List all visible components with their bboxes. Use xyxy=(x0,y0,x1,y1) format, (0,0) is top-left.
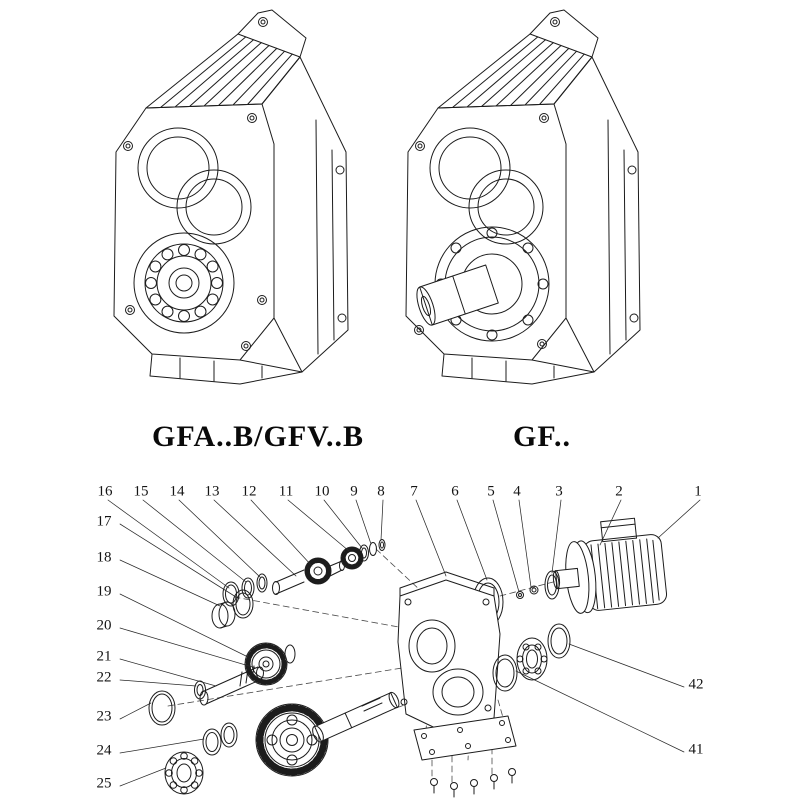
part-number-21: 21 xyxy=(96,648,112,665)
part-number-19: 19 xyxy=(96,583,112,600)
part-number-2: 2 xyxy=(615,483,623,500)
leader-lines xyxy=(107,499,701,787)
bearing-rollers xyxy=(145,244,223,322)
part-number-12: 12 xyxy=(241,483,257,500)
part-number-25: 25 xyxy=(96,775,112,792)
part-number-14: 14 xyxy=(169,483,185,500)
part-number-10: 10 xyxy=(314,483,330,500)
part-number-18: 18 xyxy=(96,549,112,566)
input-gear-train xyxy=(222,539,386,607)
part-number-23: 23 xyxy=(96,708,112,725)
part-number-11: 11 xyxy=(278,483,294,500)
output-gear-cluster xyxy=(164,691,400,795)
motor xyxy=(552,517,668,614)
right-gearbox-drawing xyxy=(405,9,641,385)
housing xyxy=(397,571,501,737)
output-bearing-rings xyxy=(492,623,571,692)
cover-plate xyxy=(413,715,517,798)
part-number-22: 22 xyxy=(96,669,112,686)
part-number-20: 20 xyxy=(96,617,112,634)
end-cap xyxy=(211,601,236,629)
part-number-16: 16 xyxy=(97,483,113,500)
part-number-15: 15 xyxy=(133,483,149,500)
part-number-4: 4 xyxy=(513,483,521,500)
part-number-8: 8 xyxy=(377,483,385,500)
model-label-gfab-gfvb: GFA..B/GFV..B xyxy=(152,420,364,453)
part-number-9: 9 xyxy=(350,483,358,500)
exploded-view-drawing xyxy=(107,499,701,798)
flange-bolt-holes xyxy=(435,227,549,341)
part-number-1: 1 xyxy=(694,483,702,500)
part-number-24: 24 xyxy=(96,742,112,759)
part-number-41: 41 xyxy=(688,741,704,758)
part-number-17: 17 xyxy=(96,513,112,530)
intermediate-gear-cluster xyxy=(148,642,296,726)
part-number-13: 13 xyxy=(204,483,220,500)
part-number-5: 5 xyxy=(487,483,495,500)
part-number-6: 6 xyxy=(451,483,459,500)
part-number-7: 7 xyxy=(410,483,418,500)
left-gearbox-drawing xyxy=(113,9,349,385)
part-number-3: 3 xyxy=(555,483,563,500)
model-label-gf: GF.. xyxy=(513,420,571,453)
part-number-42: 42 xyxy=(688,676,704,693)
